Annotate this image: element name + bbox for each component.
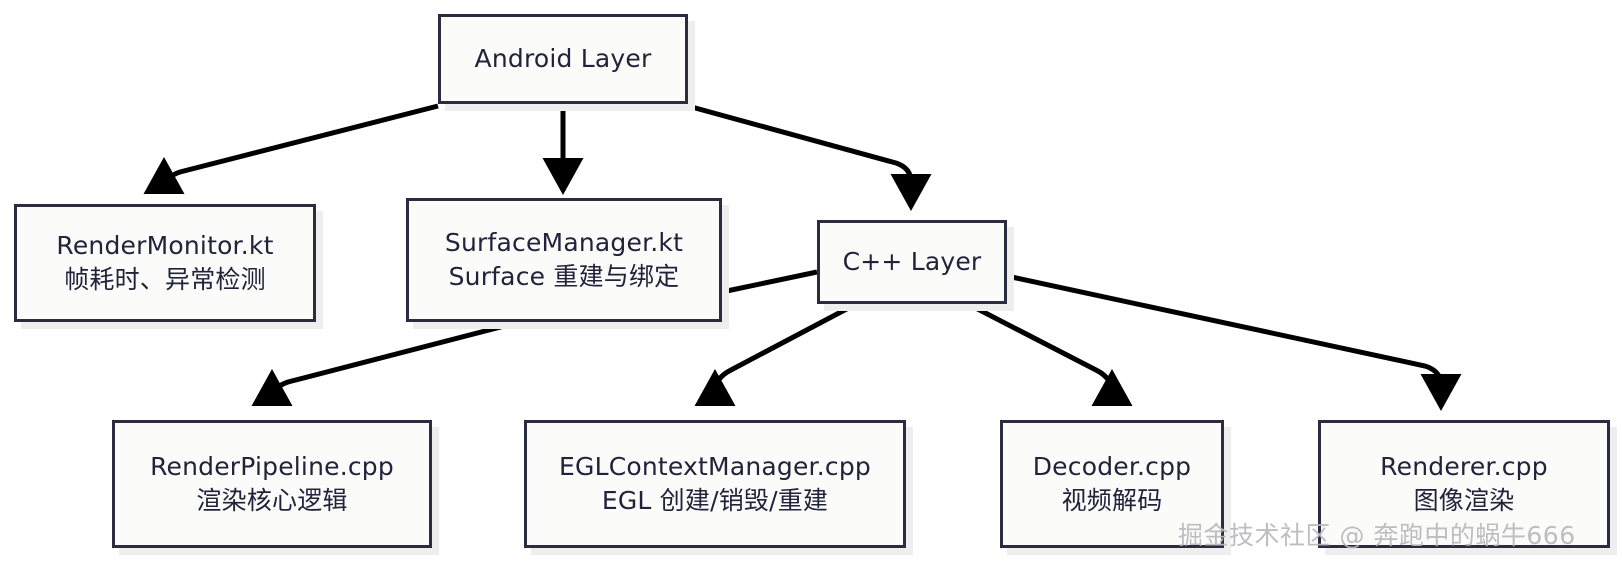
node-cpp-layer-title: C++ Layer (842, 247, 982, 276)
node-android-layer[interactable]: Android Layer (438, 14, 688, 104)
edge-android-to-cpp-layer (687, 103, 932, 211)
node-render-pipeline-subtitle: 渲染核心逻辑 (196, 486, 348, 515)
edge-surface-manager-to-cpp-layer (721, 269, 818, 295)
edge-surface-manager-to-render-pipeline (251, 319, 521, 407)
watermark-text: 掘金技术社区 @ 奔跑中的蜗牛666 (1178, 521, 1576, 550)
node-renderer-subtitle: 图像渲染 (1413, 486, 1515, 515)
edge-cpp-layer-to-decoder (966, 301, 1133, 407)
node-surface-manager[interactable]: SurfaceManager.kt Surface 重建与绑定 (406, 198, 722, 322)
node-renderer[interactable]: Renderer.cpp 图像渲染 (1318, 420, 1610, 548)
node-surface-manager-title: SurfaceManager.kt (444, 228, 684, 257)
node-render-pipeline[interactable]: RenderPipeline.cpp 渲染核心逻辑 (112, 420, 432, 548)
edge-android-to-render-monitor (143, 103, 439, 195)
node-surface-manager-subtitle: Surface 重建与绑定 (448, 262, 680, 291)
node-egl-context-manager-subtitle: EGL 创建/销毁/重建 (601, 486, 829, 515)
edge-cpp-layer-to-egl-context-manager (694, 301, 858, 407)
node-egl-context-manager[interactable]: EGLContextManager.cpp EGL 创建/销毁/重建 (524, 420, 906, 548)
node-decoder-title: Decoder.cpp (1032, 452, 1192, 481)
node-render-pipeline-title: RenderPipeline.cpp (150, 452, 394, 481)
node-render-monitor-subtitle: 帧耗时、异常检测 (64, 265, 266, 294)
node-decoder-subtitle: 视频解码 (1061, 486, 1163, 515)
node-render-monitor-title: RenderMonitor.kt (56, 231, 274, 260)
node-renderer-title: Renderer.cpp (1380, 452, 1548, 481)
node-cpp-layer[interactable]: C++ Layer (817, 220, 1007, 304)
node-decoder[interactable]: Decoder.cpp 视频解码 (1000, 420, 1224, 548)
edge-cpp-layer-to-renderer (1006, 273, 1462, 411)
node-android-layer-title: Android Layer (474, 44, 652, 73)
node-egl-context-manager-title: EGLContextManager.cpp (559, 452, 871, 481)
node-render-monitor[interactable]: RenderMonitor.kt 帧耗时、异常检测 (14, 204, 316, 322)
